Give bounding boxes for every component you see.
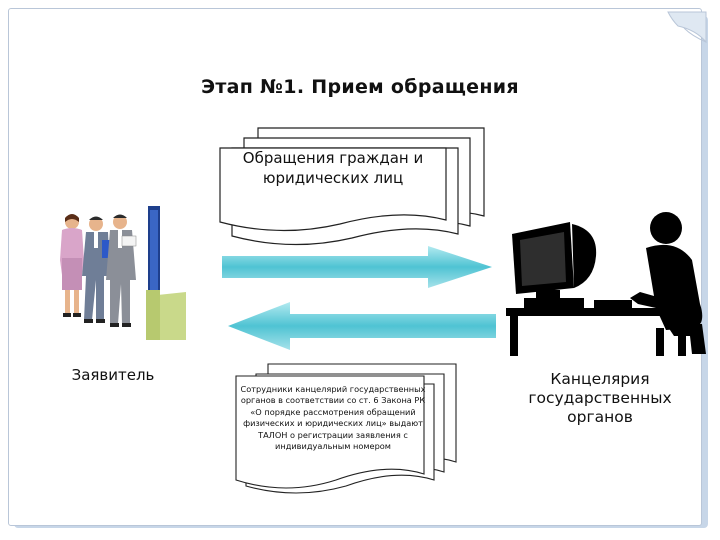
computer-user-icon [506,212,706,356]
talon-text: Сотрудники канцелярий государственных ор… [240,384,426,452]
people-group-icon [60,206,186,340]
talon-document: Сотрудники канцелярий государственных ор… [234,362,458,500]
citizens-appeals-text: Обращения граждан и юридических лиц [242,149,424,187]
office-label: Канцелярия государственных органов [528,370,672,426]
applicant-label: Заявитель [71,366,155,384]
page-title: Этап №1. Прием обращения [201,76,519,98]
left-arrow-icon [228,302,496,350]
right-arrow-icon [222,246,492,288]
citizens-appeals-document: Обращения граждан и юридических лиц [218,126,486,248]
page-curl-icon [667,11,707,44]
